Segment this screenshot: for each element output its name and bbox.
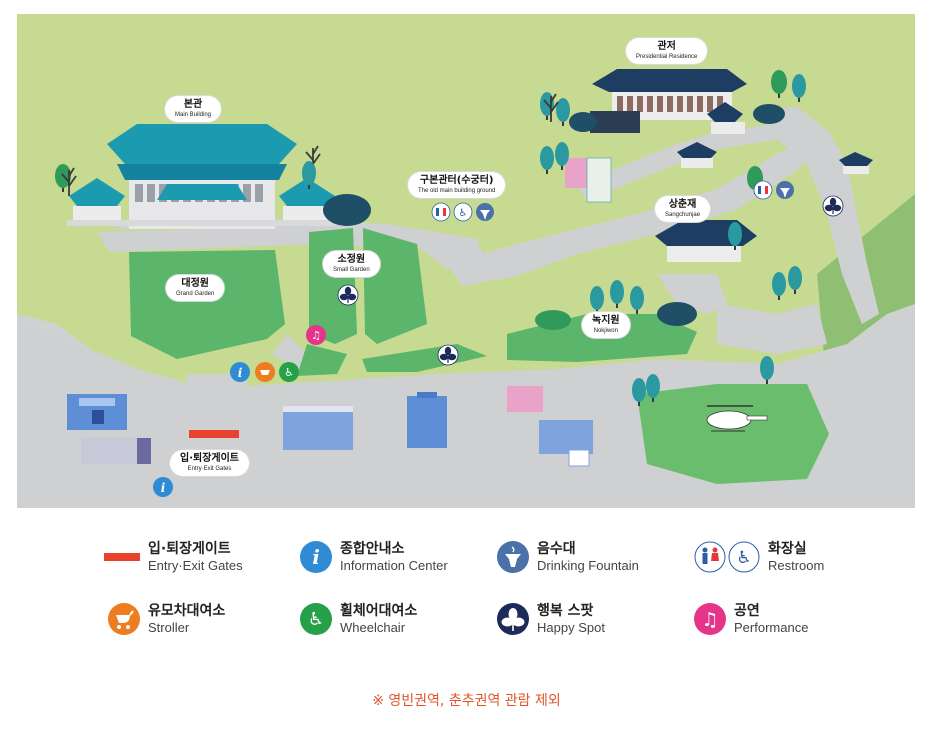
performance-icon[interactable]: ♫ xyxy=(306,325,326,345)
happy-spot-icon xyxy=(497,603,529,635)
legend-ko: 공연 xyxy=(734,603,760,619)
small-garden-lawn-2 xyxy=(363,228,427,344)
svg-text:i: i xyxy=(161,481,166,495)
legend-ko: 음수대 xyxy=(537,541,576,557)
grand-garden-lawn xyxy=(129,250,285,359)
label-small-garden: 소정원 Small Garden xyxy=(323,251,380,277)
legend-en: Entry·Exit Gates xyxy=(148,558,243,573)
legend-en: Happy Spot xyxy=(537,620,605,635)
residence-building xyxy=(590,69,747,134)
stroller-icon xyxy=(108,603,140,635)
restroom-icon xyxy=(694,541,726,573)
legend-en: Restroom xyxy=(768,558,825,573)
legend-ko: 화장실 xyxy=(768,541,807,557)
svg-text:i: i xyxy=(238,366,243,380)
lower-buildings xyxy=(67,157,612,467)
label-en: The old main building ground xyxy=(418,188,496,194)
legend-ko: 입·퇴장게이트 xyxy=(148,541,231,557)
legend-en: Wheelchair xyxy=(340,620,406,635)
label-ko: 소정원 xyxy=(337,254,366,265)
wheelchair-icon[interactable]: ♿ xyxy=(279,362,299,382)
label-en: Main Building xyxy=(175,112,212,118)
drinking-fountain-icon xyxy=(497,541,529,573)
label-en: Entry·Exit Gates xyxy=(187,466,232,472)
legend-ko: 휠체어대여소 xyxy=(340,603,418,619)
label-ko: 관저 xyxy=(657,41,676,52)
trees xyxy=(55,70,806,406)
label-en: Grand Garden xyxy=(176,291,215,297)
happy-spot-icon[interactable] xyxy=(822,195,844,217)
information-center-icon: i xyxy=(300,541,332,573)
label-nokjiwon: 녹지원 Nokjiwon xyxy=(582,312,630,338)
exclusion-note: ※ 영빈권역, 춘추권역 관람 제외 xyxy=(372,693,561,709)
legend-ko: 행복 스팟 xyxy=(537,603,594,619)
wheelchair-icon: ♿ xyxy=(300,603,332,635)
small-garden-lawn-3 xyxy=(297,344,347,376)
label-en: Sangchunjae xyxy=(665,212,701,218)
drinking-fountain-icon[interactable] xyxy=(476,203,494,221)
helipad-lawn xyxy=(637,384,829,484)
happy-spot-icon[interactable] xyxy=(337,284,359,306)
label-ko: 녹지원 xyxy=(592,315,620,326)
restroom-icon[interactable] xyxy=(431,202,451,222)
legend-ko: 유모차대여소 xyxy=(148,603,226,619)
label-ko: 대정원 xyxy=(181,278,209,289)
happy-spot-icon[interactable] xyxy=(437,344,459,366)
label-gates: 입·퇴장게이트 Entry·Exit Gates xyxy=(170,450,249,476)
wheelchair-icon[interactable]: ♿ xyxy=(453,202,473,222)
svg-text:♿: ♿ xyxy=(308,609,324,630)
svg-text:♿: ♿ xyxy=(736,548,751,568)
label-en: Presidential Residence xyxy=(636,54,698,60)
label-ko: 본관 xyxy=(183,99,203,110)
label-ko: 구본관터(수궁터) xyxy=(419,175,494,186)
hanok-small xyxy=(677,142,873,174)
label-residence: 관저 Presidential Residence xyxy=(626,38,708,64)
information-center-icon[interactable]: i xyxy=(230,362,250,382)
label-main-building: 본관 Main Building xyxy=(165,96,222,122)
stroller-icon[interactable] xyxy=(255,362,275,382)
main-building xyxy=(67,124,337,229)
label-ko: 상춘재 xyxy=(668,199,697,210)
legend-en: Performance xyxy=(734,620,809,635)
wheelchair-icon: ♿ xyxy=(728,541,760,573)
label-old-main: 구본관터(수궁터) The old main building ground xyxy=(408,172,506,198)
svg-text:♫: ♫ xyxy=(311,329,321,342)
label-en: Nokjiwon xyxy=(593,328,618,334)
restroom-icon[interactable] xyxy=(753,180,773,200)
svg-text:♫: ♫ xyxy=(701,609,718,631)
legend-en: Drinking Fountain xyxy=(537,558,639,573)
label-grand-garden: 대정원 Grand Garden xyxy=(166,275,225,301)
gate-line-icon xyxy=(104,553,140,561)
label-en: Small Garden xyxy=(333,267,370,273)
label-sangchunjae: 상춘재 Sangchunjae xyxy=(655,196,711,222)
svg-text:♿: ♿ xyxy=(459,208,468,219)
legend-ko: 종합안내소 xyxy=(340,541,405,557)
entry-exit-gate-marker xyxy=(189,430,239,438)
map-canvas: ♿ ♫ i ♿ i xyxy=(17,14,915,508)
information-center-icon[interactable]: i xyxy=(153,477,173,497)
drinking-fountain-icon[interactable] xyxy=(776,181,794,199)
svg-text:♿: ♿ xyxy=(284,366,294,379)
legend-en: Stroller xyxy=(148,620,190,635)
label-ko: 입·퇴장게이트 xyxy=(180,453,239,464)
performance-icon: ♫ xyxy=(694,603,726,635)
svg-text:i: i xyxy=(312,545,320,569)
helicopter xyxy=(706,405,768,432)
legend-en: Information Center xyxy=(340,558,448,573)
